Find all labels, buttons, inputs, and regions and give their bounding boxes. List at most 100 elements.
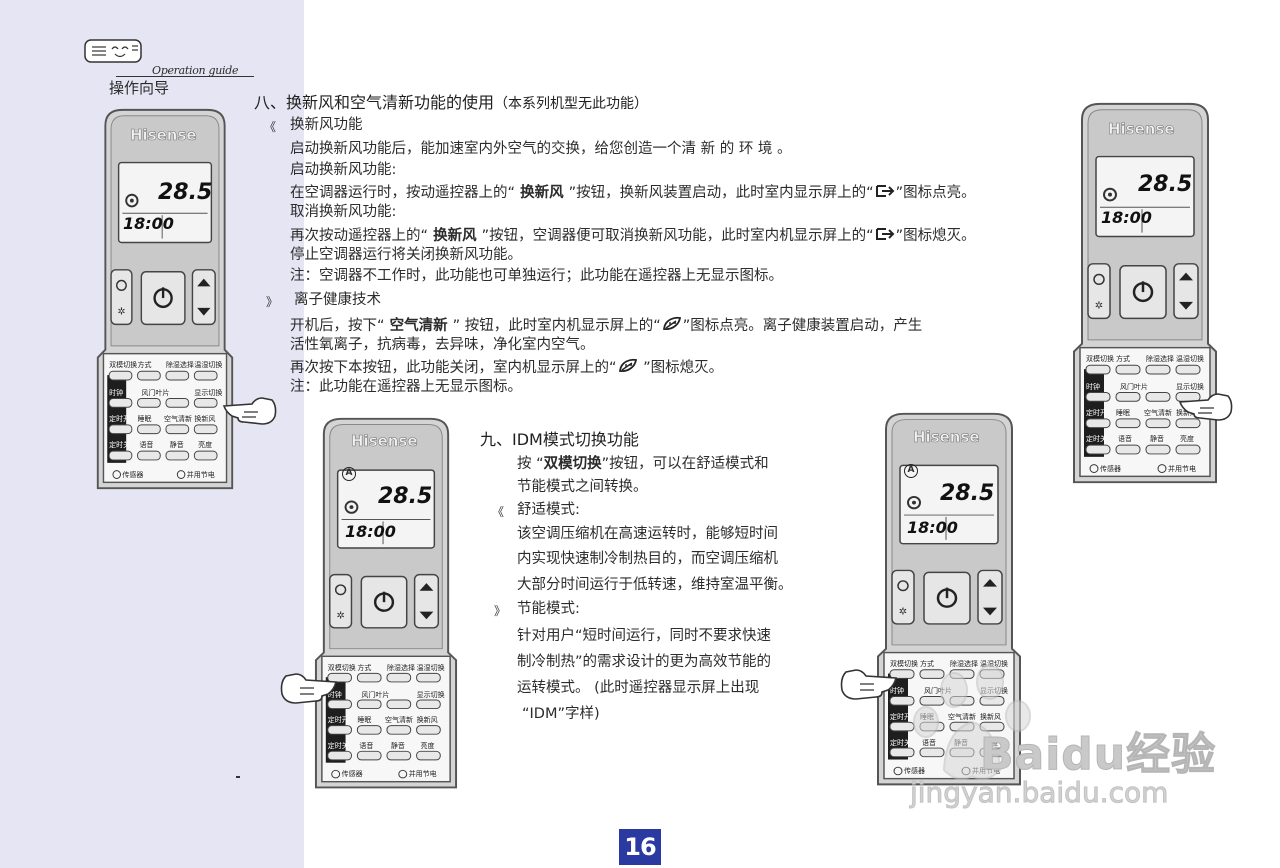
remote-key-label: 亮度 (198, 441, 213, 450)
ion-line2: 活性氧离子，抗病毒，去异味，净化室内空气。 (290, 337, 595, 353)
remote-key-label: 风门叶片 (141, 388, 170, 397)
remote-key-label: 语音 (922, 738, 936, 747)
remote-key-label: 时钟 (890, 686, 904, 695)
remote-key-label: 定时开 (327, 716, 349, 725)
remote-time-display: 18:00 (1101, 208, 1152, 227)
remote-key-label: 定时开 (890, 712, 911, 721)
ion-line1: 开机后，按下“ 空气清新 ” 按钮，此时室内机显示屏上的“”图标点亮。离子健康装… (290, 316, 923, 334)
svg-text:✲: ✲ (1095, 301, 1103, 312)
remote-time-display: 18:00 (907, 518, 958, 537)
remote-key-label: 除湿选择 (386, 663, 415, 672)
fresh-air-start-label: 启动换新风功能: (290, 162, 397, 178)
comfort-heading: 舒适模式: (517, 502, 580, 518)
bullet-icon: 》 (266, 295, 279, 309)
remote-key-label: 方式 (357, 663, 372, 672)
remote-key-label: 语音 (1118, 435, 1132, 444)
remote-key-label: 亮度 (420, 741, 435, 750)
remote-key-label: 双模切换 (890, 660, 918, 669)
remote-key-label: 显示切换 (194, 388, 223, 397)
fresh-air-note: 注：空调器不工作时，此功能也可单独运行；此功能在遥控器上无显示图标。 (290, 268, 783, 284)
remote-key-label: 语音 (139, 441, 154, 450)
remote-key-label: 定时开 (109, 415, 131, 424)
remote-control-illustration: ✲ (94, 106, 236, 496)
fresh-air-icon (875, 185, 895, 197)
watermark-url: jingyan.baidu.com (909, 776, 1169, 810)
remote-temp-display: 28.5 (158, 180, 213, 205)
remote-control-illustration: ✲ (312, 415, 460, 795)
pointing-hand-icon (222, 397, 277, 425)
remote-key-label: 睡眠 (1116, 409, 1130, 418)
remote-key-label: 除湿选择 (165, 361, 194, 370)
bullet-icon: 》 (494, 604, 507, 618)
section8-title: 八、换新风和空气清新功能的使用（本系列机型无此功能） (254, 93, 649, 112)
fresh-air-intro: 启动换新风功能后，能加速室内外空气的交换，给您创造一个清 新 的 环 境 。 (290, 141, 792, 157)
remote-key-label: 定时关 (109, 441, 131, 450)
leaf-icon (662, 316, 681, 330)
comfort-line1: 该空调压缩机在高速运转时，能够短时间 (517, 526, 778, 542)
remote-key-label: 定时关 (327, 741, 349, 750)
remote-key-label: 显示切换 (416, 690, 445, 699)
fresh-air-start-line: 在空调器运行时，按动遥控器上的“ 换新风 ”按钮，换新风装置启动，此时室内显示屏… (290, 185, 976, 201)
remote-key-label: 空气清新 (385, 716, 413, 725)
remote-key-label: 方式 (920, 660, 934, 669)
remote-key-label: 双模切换 (109, 361, 138, 370)
pointing-hand-icon (280, 673, 338, 704)
remote-key-label: 静音 (1150, 435, 1164, 444)
remote-key-label: 睡眠 (357, 716, 372, 725)
remote-brand-logo: Hisense (130, 126, 197, 145)
remote-key-label: 温湿切换 (1176, 355, 1204, 364)
remote-key-label: 定时开 (1086, 409, 1107, 418)
bullet-icon: 《 (492, 505, 505, 519)
remote-key-label: 除湿选择 (1146, 355, 1174, 364)
svg-text:✲: ✲ (117, 307, 125, 318)
idm-badge: A (342, 467, 356, 481)
fresh-air-cancel-label: 取消换新风功能: (290, 204, 397, 220)
remote-key-label: 空气清新 (1144, 409, 1172, 418)
remote-key-label: 风门叶片 (924, 686, 952, 695)
remote-key-label: 传感器 (904, 767, 925, 776)
remote-key-label: 传感器 (1100, 464, 1121, 473)
remote-key-label: 睡眠 (137, 415, 152, 424)
remote-key-label: 显示切换 (1176, 382, 1204, 391)
remote-key-label: 双模切换 (327, 663, 356, 672)
remote-key-label: 时钟 (327, 690, 342, 699)
idm-badge: A (904, 464, 918, 478)
remote-control-illustration: ✲ (1070, 100, 1220, 490)
remote-key-label: 时钟 (1086, 382, 1100, 391)
comfort-line2: 内实现快速制冷制热目的，而空调压缩机 (517, 551, 778, 567)
remote-key-label: 除湿选择 (950, 660, 978, 669)
svg-text:✲: ✲ (336, 610, 344, 621)
leaf-icon (618, 358, 637, 372)
remote-key-label: 定时关 (890, 738, 911, 747)
pointing-hand-icon (840, 669, 898, 700)
remote-temp-display: 28.5 (378, 484, 433, 509)
remote-time-display: 18:00 (345, 522, 396, 541)
remote-key-label: 亮度 (1180, 435, 1194, 444)
idm-intro-line1: 按 “双模切换”按钮，可以在舒适模式和 (517, 456, 769, 472)
remote-key-label: 换新风 (980, 712, 1001, 721)
guide-english-label: Operation guide (152, 64, 239, 77)
remote-temp-display: 28.5 (1138, 172, 1193, 197)
remote-key-label: 换新风 (1176, 409, 1197, 418)
eco-line3: 运转模式。 (此时遥控器显示屏上出现 (517, 680, 760, 696)
fresh-air-heading: 换新风功能 (290, 117, 363, 133)
remote-key-label: 方式 (137, 361, 152, 370)
remote-key-label: 时钟 (109, 388, 124, 397)
remote-key-label: 温湿切换 (194, 361, 223, 370)
svg-text:✲: ✲ (899, 607, 907, 618)
remote-key-label: 风门叶片 (361, 690, 390, 699)
bullet-icon: 《 (264, 120, 277, 134)
comfort-line3: 大部分时间运行于低转速，维持室温平衡。 (517, 577, 793, 593)
remote-key-label: 双模切换 (1086, 355, 1114, 364)
remote-key-label: 并用节电 (1168, 464, 1196, 473)
idm-intro-line2: 节能模式之间转换。 (517, 479, 648, 495)
guide-chinese-label: 操作向导 (109, 79, 170, 97)
remote-key-label: 定时关 (1086, 435, 1107, 444)
remote-key-label: 并用节电 (408, 770, 437, 779)
remote-brand-logo: Hisense (1108, 120, 1175, 139)
remote-key-label: 换新风 (416, 716, 438, 725)
remote-key-label: 静音 (390, 741, 405, 750)
section9-title: 九、IDM模式切换功能 (480, 430, 639, 449)
remote-key-label: 空气清新 (164, 415, 193, 424)
ion-heading: 离子健康技术 (294, 292, 381, 308)
